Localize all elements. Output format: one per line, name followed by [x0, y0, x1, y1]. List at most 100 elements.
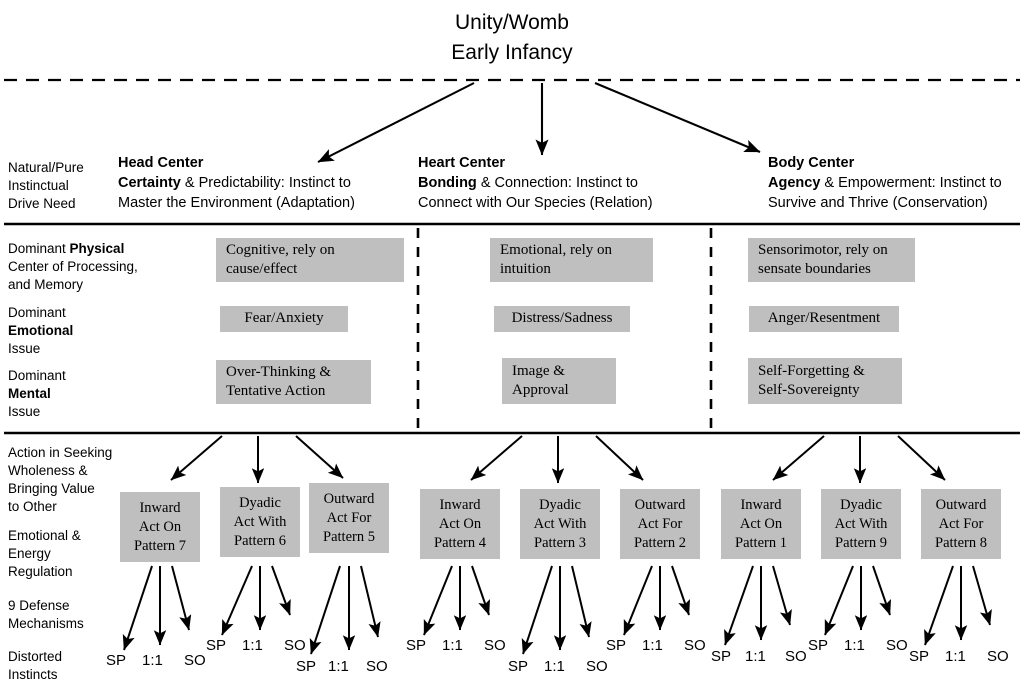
center-subtitle-heart-line-2: Connect with Our Species (Relation): [418, 195, 653, 211]
pattern-box-6-line-2: Act With: [233, 513, 287, 530]
instinct-sp-6: SP: [206, 637, 227, 654]
pattern-box-4: Inward Act On Pattern 4: [420, 489, 500, 559]
box-body-physical: Sensorimotor, rely on sensate boundaries: [748, 238, 915, 282]
arrow-to-head-center: [317, 82, 475, 163]
arrow-pattern-1-so: [772, 565, 792, 626]
pattern-box-2-line-3: Pattern 2: [634, 534, 686, 551]
pattern-box-1-line-2: Act On: [739, 515, 783, 532]
arrow-pattern-9-sp: [824, 565, 854, 636]
instinct-so-3: SO: [586, 658, 608, 675]
arrow-pattern-8-sp: [924, 565, 954, 646]
instincts-pattern-4: SP 1:1 SO: [406, 637, 506, 654]
pattern-box-4-line-2: Act On: [438, 515, 482, 532]
box-head-mental: Over-Thinking & Tentative Action: [216, 360, 371, 404]
arrow-pattern-5-so: [360, 565, 381, 638]
row-label-emotional-energy-regulation: Emotional & Energy Regulation: [8, 528, 81, 579]
arrow-pattern-6-sp: [221, 565, 253, 636]
pattern-box-2-line-1: Outward: [634, 496, 686, 513]
row-label-dominant-emotional: Dominant Emotional Issue: [8, 305, 74, 356]
box-heart-physical: Emotional, rely on intuition: [490, 238, 653, 282]
pattern-box-4-line-1: Inward: [439, 496, 481, 513]
center-title-body: Body Center: [768, 155, 855, 171]
pattern-box-9-line-2: Act With: [834, 515, 888, 532]
pattern-box-5-line-1: Outward: [323, 490, 375, 507]
instincts-pattern-7: SP 1:1 SO: [106, 652, 206, 669]
center-title-heart: Heart Center: [418, 155, 506, 171]
row-label-dominant-physical: Dominant Physical Center of Processing, …: [8, 241, 138, 292]
instinct-11-1: 1:1: [745, 648, 766, 665]
center-subtitle-body-line-1: Agency & Empowerment: Instinct to: [768, 175, 1002, 191]
instinct-11-8: 1:1: [945, 648, 966, 665]
pattern-box-8: Outward Act For Pattern 8: [921, 489, 1001, 559]
box-heart-emotional: Distress/Sadness: [494, 306, 630, 332]
instinct-sp-5: SP: [296, 658, 317, 675]
pattern-box-3-line-1: Dyadic: [539, 496, 581, 513]
arrow-pattern-5-sp: [309, 565, 341, 655]
page-title: Unity/Womb Early Infancy: [0, 8, 1024, 68]
box-head-physical: Cognitive, rely on cause/effect: [216, 238, 404, 282]
arrow-pattern-4-so: [471, 565, 491, 616]
instinct-so-1: SO: [785, 648, 807, 665]
pattern-box-1: Inward Act On Pattern 1: [721, 489, 801, 559]
pattern-box-1-line-3: Pattern 1: [735, 534, 787, 551]
instinct-so-2: SO: [684, 637, 706, 654]
pattern-box-9-line-1: Dyadic: [840, 496, 882, 513]
instinct-11-5: 1:1: [328, 658, 349, 675]
center-header-head: Head Center Certainty & Predictability: …: [118, 153, 418, 213]
pattern-box-4-line-3: Pattern 4: [434, 534, 486, 551]
instincts-pattern-5: SP 1:1 SO: [296, 658, 388, 675]
center-header-heart: Heart Center Bonding & Connection: Insti…: [418, 153, 728, 213]
pattern-box-9-line-3: Pattern 9: [835, 534, 887, 551]
instinct-sp-2: SP: [606, 637, 627, 654]
box-body-emotional: Anger/Resentment: [749, 306, 899, 332]
arrow-pattern-1-sp: [724, 565, 754, 646]
center-subtitle-head-line-2: Master the Environment (Adaptation): [118, 195, 355, 211]
row-label-instinctual-drive-need: Natural/Pure Instinctual Drive Need: [8, 160, 84, 211]
box-heart-mental: Image & Approval: [502, 358, 616, 404]
arrow-to-pattern-2: [595, 435, 644, 481]
center-subtitle-head-line-1: Certainty & Predictability: Instinct to: [118, 175, 351, 191]
instinct-so-5: SO: [366, 658, 388, 675]
arrow-pattern-4-sp: [423, 565, 453, 636]
arrow-pattern-7-sp: [122, 565, 153, 651]
box-head-emotional: Fear/Anxiety: [220, 306, 348, 332]
instinct-11-4: 1:1: [442, 637, 463, 654]
instinct-so-7: SO: [184, 652, 206, 669]
arrow-pattern-6-so: [271, 565, 291, 616]
pattern-box-7-line-3: Pattern 7: [134, 537, 186, 554]
instinct-sp-4: SP: [406, 637, 427, 654]
instinct-sp-1: SP: [711, 648, 732, 665]
row-label-dominant-mental: Dominant Mental Issue: [8, 368, 66, 419]
row-label-distorted-instincts: Distorted Instincts: [8, 649, 63, 682]
arrow-pattern-7-so: [171, 565, 192, 631]
pattern-box-3: Dyadic Act With Pattern 3: [520, 489, 600, 559]
pattern-box-7-line-2: Act On: [138, 518, 182, 535]
arrow-to-pattern-1: [772, 435, 825, 481]
row-label-action-seeking-wholeness: Action in Seeking Wholeness & Bringing V…: [8, 445, 113, 514]
center-subtitle-heart-line-1: Bonding & Connection: Instinct to: [418, 175, 638, 191]
pattern-box-9: Dyadic Act With Pattern 9: [821, 489, 901, 559]
instinct-so-4: SO: [484, 637, 506, 654]
pattern-box-6-line-3: Pattern 6: [234, 532, 286, 549]
box-body-mental: Self-Forgetting & Self-Sovereignty: [748, 358, 902, 404]
page-title-line-1: Unity/Womb: [455, 11, 569, 34]
instinct-11-7: 1:1: [142, 652, 163, 669]
pattern-box-7-line-1: Inward: [139, 499, 181, 516]
instinct-so-6: SO: [284, 637, 306, 654]
center-header-body: Body Center Agency & Empowerment: Instin…: [768, 153, 1024, 213]
pattern-box-5-line-3: Pattern 5: [323, 528, 375, 545]
pattern-box-3-line-3: Pattern 3: [534, 534, 586, 551]
arrow-pattern-2-sp: [623, 565, 653, 636]
instinct-11-2: 1:1: [642, 637, 663, 654]
row-label-defense-mechanisms: 9 Defense Mechanisms: [8, 598, 84, 631]
instinct-11-6: 1:1: [242, 637, 263, 654]
pattern-box-8-line-3: Pattern 8: [935, 534, 987, 551]
instinct-11-3: 1:1: [544, 658, 565, 675]
instincts-pattern-1: SP 1:1 SO: [711, 648, 807, 665]
pattern-box-8-line-1: Outward: [935, 496, 987, 513]
instinct-sp-7: SP: [106, 652, 127, 669]
